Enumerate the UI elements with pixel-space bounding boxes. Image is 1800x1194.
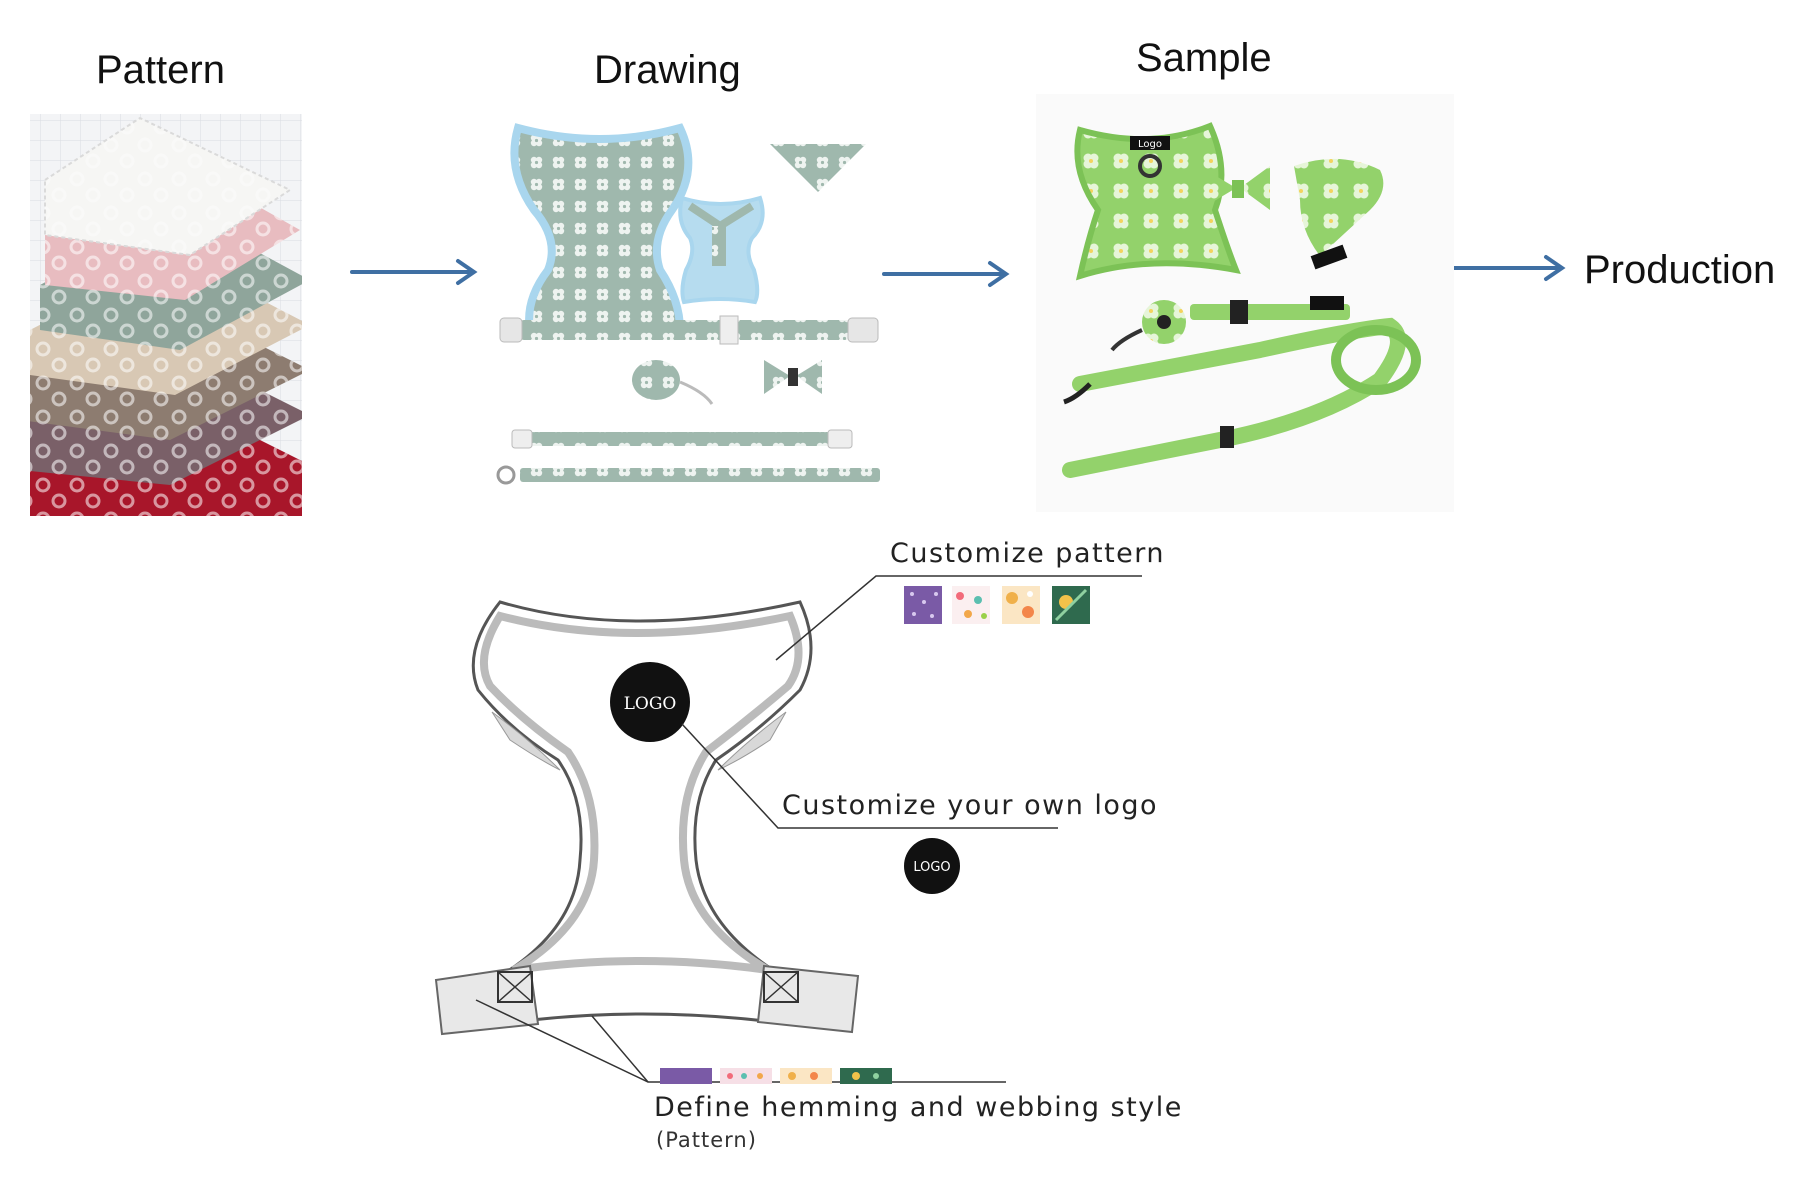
drawing-bandana (770, 144, 866, 192)
callout-customize-pattern: Customize pattern (890, 538, 1166, 569)
stage-label-production: Production (1584, 248, 1776, 292)
sample-bow (1206, 166, 1270, 210)
pattern-swatch-row (904, 586, 1090, 624)
swatch-orange-floral (1002, 586, 1040, 624)
harness-logo-badge (610, 662, 690, 742)
webbing-dark (840, 1068, 892, 1084)
mesh-right (717, 711, 787, 771)
mesh-left (491, 711, 561, 771)
drawing-leash-1 (530, 432, 830, 446)
strap-right (756, 964, 860, 1034)
drawing-collar (520, 320, 850, 340)
callout-customize-logo: Customize your own logo (782, 790, 1159, 821)
fabric-layer-white (44, 116, 293, 257)
drawing-bag-holder (632, 360, 680, 400)
logo-example-text: LOGO (913, 860, 950, 875)
stage-label-drawing: Drawing (594, 48, 741, 92)
harness-logo-text: LOGO (624, 694, 677, 714)
callout-hemming-webbing: Define hemming and webbing style (654, 1092, 1183, 1123)
leader-logo (681, 723, 1058, 829)
webbing-swatch-row (660, 1068, 892, 1084)
sample-bandana (1294, 158, 1384, 256)
drawing-bow (764, 360, 822, 394)
sample-harness (1074, 122, 1241, 281)
callout-hemming-note: (Pattern) (656, 1128, 757, 1152)
webbing-purple (660, 1068, 712, 1084)
logo-example-badge (904, 838, 960, 894)
leader-pattern (775, 575, 1142, 661)
swatch-purple-dots (904, 586, 942, 624)
webbing-orange (780, 1068, 832, 1084)
stage-label-pattern: Pattern (96, 48, 225, 92)
sample-harness-tag: Logo (1138, 139, 1162, 150)
stage-label-sample: Sample (1136, 36, 1272, 80)
drawing-leash-2 (520, 468, 880, 482)
sample-leash (1062, 317, 1406, 478)
strap-left (434, 964, 540, 1036)
